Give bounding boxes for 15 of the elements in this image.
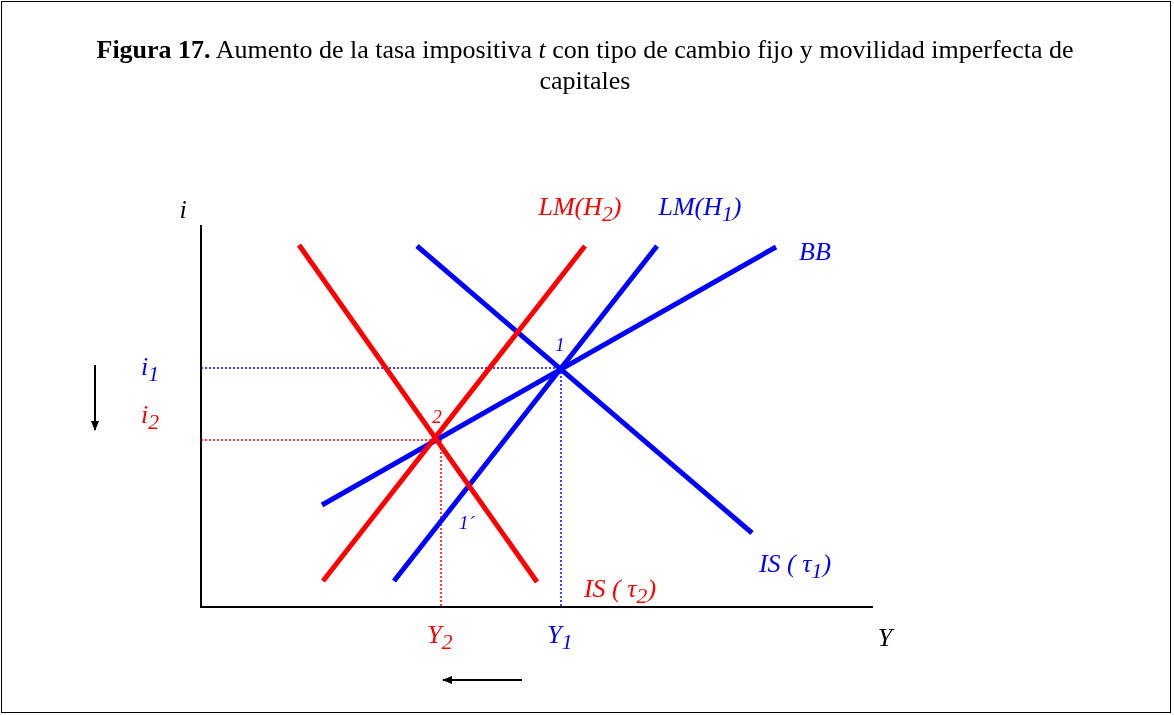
axis-value-label: i$_{1}$ — [140, 354, 160, 386]
curve-label: IS ( τ$_{2}$) — [583, 576, 657, 608]
curve-label: BB — [799, 239, 831, 265]
point-label: 2 — [432, 406, 442, 426]
point-label: 1 — [555, 334, 565, 354]
curve-label: IS ( τ$_{1}$) — [758, 551, 832, 583]
curve-label: LM(H$_{2}$) — [538, 194, 622, 226]
axis-value-label: i$_{2}$ — [140, 402, 160, 434]
figure-title: Figura 17. Aumento de la tasa impositiva t con tipo de cambio fijo y movilidad imperfecta de capitales — [95, 34, 1075, 96]
curve-label: LM(H$_{1}$) — [658, 194, 742, 226]
axis-value-label: Y$_{2}$ — [427, 622, 453, 654]
axis-label: Y — [877, 625, 893, 651]
point-label: 1´ — [459, 512, 475, 532]
axis-value-label: Y$_{1}$ — [547, 622, 573, 654]
axis-label: i — [179, 197, 187, 223]
